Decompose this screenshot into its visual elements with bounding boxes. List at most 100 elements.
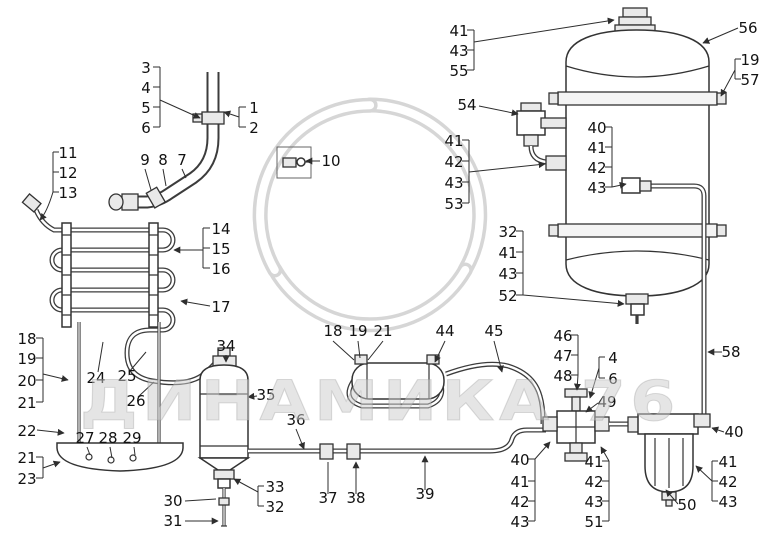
dryer-body — [199, 364, 249, 459]
callout-label: 51 — [584, 513, 603, 531]
callout-label: 48 — [553, 367, 572, 385]
watermark-logo — [252, 97, 488, 333]
callout-label: 49 — [597, 393, 616, 411]
callout-label: 42 — [510, 493, 529, 511]
callout-label: 42 — [444, 153, 463, 171]
callout-label: 53 — [444, 195, 463, 213]
pipe-45-core — [445, 363, 545, 424]
callout-label: 23 — [17, 470, 36, 488]
callout-label: 41 — [498, 244, 517, 262]
callout-labels: 1 2 3 4 5 6 9 8 7 10 11 12 13 14 15 16 1… — [17, 19, 759, 531]
regulator-assembly — [346, 354, 546, 424]
drain-pipe-nut — [218, 497, 230, 506]
leader-regulator-pipe — [493, 340, 504, 373]
leader-base-bolts — [86, 446, 136, 459]
leader-tank — [702, 27, 739, 44]
callout-label: 42 — [718, 473, 737, 491]
leader-tank-strap — [721, 58, 741, 96]
callout-label: 41 — [449, 22, 468, 40]
callout-label: 19 — [17, 350, 36, 368]
filter-inlet-fitting — [693, 413, 711, 428]
callout-label: 24 — [86, 369, 105, 387]
dryer-cone — [197, 457, 251, 471]
callout-label: 40 — [587, 119, 606, 137]
callout-label: 8 — [158, 151, 168, 169]
callout-label: 57 — [740, 71, 759, 89]
callout-label: 45 — [484, 322, 503, 340]
callout-label: 36 — [286, 411, 305, 429]
tank-valve-stem — [523, 134, 539, 147]
callout-label: 33 — [265, 478, 284, 496]
leader-dryer-drain — [234, 479, 264, 507]
callout-label: 21 — [373, 322, 392, 340]
dryer-bands — [200, 393, 248, 447]
tee-body — [282, 157, 297, 168]
leader-coil — [180, 298, 211, 307]
leader-tank-drain — [516, 230, 624, 304]
callout-label: 55 — [449, 62, 468, 80]
frame-base — [56, 442, 184, 472]
callout-label: 9 — [140, 151, 150, 169]
leader-valve-unions-left — [528, 442, 550, 522]
callout-label: 34 — [216, 337, 235, 355]
leader-coil-clamps — [174, 227, 210, 269]
leader-valve-unions-right — [601, 447, 610, 522]
inlet-pipe-core — [124, 72, 218, 207]
logo-blade — [270, 265, 470, 329]
leader-tank-filler — [467, 20, 614, 71]
callout-label: 20 — [17, 372, 36, 390]
inlet-pipe — [124, 72, 220, 209]
callout-label: 18 — [17, 330, 36, 348]
regulator-end-caps — [366, 363, 430, 399]
callout-label: 21 — [17, 394, 36, 412]
callout-label: 3 — [141, 59, 151, 77]
leader-coil-outlet — [97, 341, 155, 398]
bowl-ribs — [654, 438, 684, 488]
bowl-tip — [665, 499, 673, 507]
callout-label: 30 — [163, 492, 182, 510]
leader-safety-valve — [571, 334, 578, 390]
leader-lines — [36, 20, 741, 521]
callout-label: 11 — [58, 144, 77, 162]
callout-label: 19 — [348, 322, 367, 340]
dryer-drain-valve — [217, 478, 231, 489]
callout-label: 26 — [126, 392, 145, 410]
valve-union — [540, 117, 567, 129]
leader-pipe-unions — [327, 462, 356, 494]
callout-label: 6 — [141, 119, 151, 137]
callout-label: 32 — [265, 498, 284, 516]
bracket-clamps — [149, 234, 158, 316]
hose-end — [108, 193, 124, 211]
callout-label: 17 — [211, 298, 230, 316]
hose-ferrule — [145, 186, 167, 209]
tee-nut — [296, 157, 306, 167]
callout-label: 1 — [249, 99, 259, 117]
leader-filter-inlet — [711, 426, 725, 434]
callout-label: 15 — [211, 240, 230, 258]
callout-label: 39 — [415, 485, 434, 503]
leader-regulator — [434, 340, 446, 363]
callout-label: 41 — [510, 473, 529, 491]
leader-tank-outlet — [605, 126, 626, 187]
callout-label: 43 — [498, 265, 517, 283]
leader-inlet-pipe — [224, 107, 246, 128]
leader-regulator-fittings — [332, 340, 384, 361]
drain-valve — [630, 303, 645, 316]
callout-label: 43 — [718, 493, 737, 511]
callout-label: 5 — [141, 99, 151, 117]
callout-label: 27 — [75, 429, 94, 447]
callout-label: 32 — [498, 223, 517, 241]
callout-label: 41 — [584, 453, 603, 471]
pipe-union — [319, 443, 334, 460]
pipe-union — [346, 443, 361, 460]
bracket-clamps — [62, 234, 71, 316]
callout-label: 22 — [17, 422, 36, 440]
tank-seams — [565, 65, 710, 261]
callout-label: 50 — [677, 496, 696, 514]
tank-strap-bottom — [557, 223, 718, 238]
leader-dryer-body — [247, 392, 258, 400]
leader-dryer-outlet — [295, 428, 305, 450]
callout-label: 56 — [738, 19, 757, 37]
leader-drain-pipe — [184, 498, 218, 521]
